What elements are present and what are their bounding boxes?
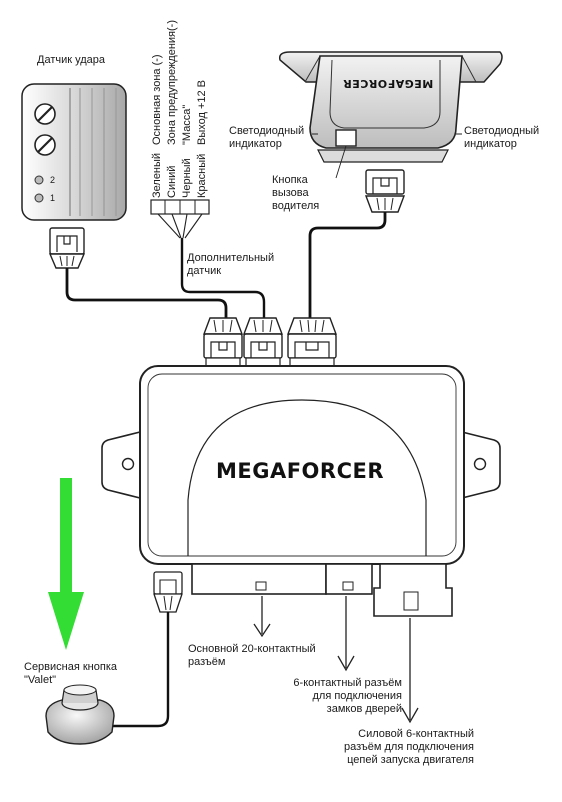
shock-sensor-label: Датчик удара (37, 54, 106, 66)
adjust-screw-icon[interactable] (34, 134, 56, 156)
pager-unit: MEGAFORCER (278, 51, 503, 163)
arrow-down-icon (401, 618, 419, 724)
wire-color-red: Красный (196, 153, 208, 198)
sensor-pin-1-label: 1 (50, 193, 56, 203)
shock-sensor (21, 83, 127, 221)
led-icon (34, 175, 44, 185)
arrow-down-icon (337, 596, 355, 672)
call-button-icon[interactable] (335, 129, 357, 147)
green-arrow-icon (48, 478, 84, 650)
wire-func-warning-zone: Зона предупреждения(-) (166, 19, 178, 145)
wire-func-plus12v: Выход +12 В (196, 79, 208, 145)
main-control-unit: MEGAFORCER (101, 365, 501, 565)
brand-logo: MEGAFORCER (216, 459, 384, 483)
pager-logo: MEGAFORCER (343, 77, 433, 90)
valet-button-label: Сервисная кнопка"Valet" (24, 661, 118, 686)
connector-icon (48, 227, 86, 269)
wire-color-green: Зеленый (151, 152, 163, 198)
connector-icon (242, 317, 284, 359)
led-icon (34, 193, 44, 203)
wire-bundle (150, 199, 266, 318)
wire-func-main-zone: Основная зона (-) (151, 54, 163, 145)
connector-icon (202, 317, 244, 359)
valet-button-icon[interactable] (45, 684, 115, 745)
socket-6pin-locks (325, 563, 373, 595)
mount-hole-icon (473, 457, 487, 471)
socket-6pin-power (373, 563, 453, 617)
adjust-screw-icon[interactable] (34, 103, 56, 125)
socket-20pin (191, 563, 327, 595)
connector-icon (286, 317, 338, 359)
wire-func-ground: "Масса" (181, 104, 193, 145)
connector-icon (153, 571, 183, 613)
mount-hole-icon (121, 457, 135, 471)
connector-icon (364, 169, 406, 213)
sensor-pin-2-label: 2 (50, 175, 56, 185)
arrow-down-icon (253, 596, 271, 638)
wire-color-black: Черный (181, 158, 193, 198)
wire-color-blue: Синий (166, 165, 178, 198)
